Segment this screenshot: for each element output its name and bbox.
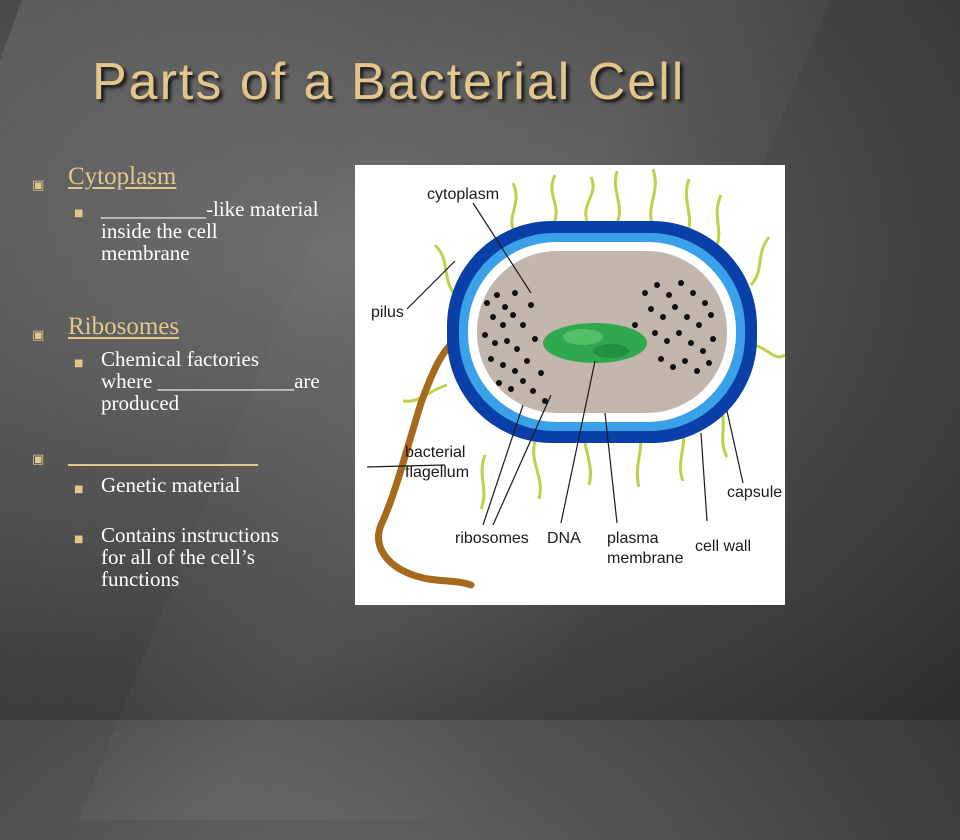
bullet-text: functions bbox=[101, 567, 180, 591]
section-dna: ▣ bbox=[30, 436, 375, 467]
pilus bbox=[532, 440, 542, 500]
small-bullet-icon: ■ bbox=[74, 358, 84, 369]
bullet-text: -like material bbox=[206, 197, 319, 221]
label-ribosomes: ribosomes bbox=[455, 530, 529, 547]
square-bullet-icon: ▣ bbox=[32, 178, 45, 193]
pilus bbox=[510, 182, 518, 234]
label-capsule: capsule bbox=[727, 484, 782, 501]
bacterial-cell-diagram: cytoplasm pilus bacterial flagellum ribo… bbox=[355, 165, 785, 605]
label-pilus: pilus bbox=[371, 304, 404, 321]
bullet-text: inside the cell bbox=[101, 219, 218, 243]
label-cell-wall: cell wall bbox=[695, 538, 751, 555]
label-plasma-line2: membrane bbox=[607, 550, 684, 567]
pilus bbox=[433, 243, 457, 296]
pilus bbox=[754, 343, 785, 359]
bullet-text: Contains instructions bbox=[101, 523, 279, 547]
label-leader-lines bbox=[366, 202, 744, 526]
bullet-text: Genetic material bbox=[101, 473, 241, 497]
flagellum bbox=[375, 327, 477, 589]
small-bullet-icon: ■ bbox=[74, 484, 84, 495]
pilus bbox=[614, 170, 622, 224]
label-flagellum-line2: flagellum bbox=[405, 464, 469, 481]
square-bullet-icon: ▣ bbox=[32, 452, 45, 467]
bullet-genetic-material: ■ Genetic material bbox=[74, 474, 375, 496]
square-bullet-icon: ▣ bbox=[32, 328, 45, 343]
section-ribosomes: ▣ Ribosomes bbox=[30, 312, 375, 343]
label-cytoplasm: cytoplasm bbox=[427, 186, 499, 203]
pilus bbox=[479, 454, 487, 510]
slide-text-body: ▣ Cytoplasm ■ __________-like material i… bbox=[30, 162, 375, 590]
pilus bbox=[584, 176, 595, 222]
bullet-text: membrane bbox=[101, 241, 190, 265]
ribosome-cluster-left bbox=[482, 290, 548, 404]
pilus bbox=[749, 236, 771, 286]
bullet-text: Chemical factories bbox=[101, 347, 260, 371]
section-cytoplasm: ▣ Cytoplasm bbox=[30, 162, 375, 193]
small-bullet-icon: ■ bbox=[74, 534, 84, 545]
section-heading-ribosomes: Ribosomes bbox=[68, 313, 180, 340]
bullet-text: for all of the cell’s bbox=[101, 545, 255, 569]
fill-in-blank: __________ bbox=[101, 197, 206, 221]
section-heading-cytoplasm: Cytoplasm bbox=[68, 163, 177, 190]
label-plasma-line1: plasma bbox=[607, 530, 659, 547]
fill-in-blank: _____________ bbox=[157, 369, 295, 393]
slide-title: Parts of a Bacterial Cell bbox=[92, 53, 686, 111]
ribosome-cluster-right bbox=[632, 280, 716, 374]
bullet-cytoplasm-definition: ■ __________-like material inside the ce… bbox=[74, 198, 375, 264]
bullet-text: produced bbox=[101, 391, 180, 415]
pili-group bbox=[402, 168, 785, 510]
label-flagellum-line1: bacterial bbox=[405, 444, 465, 461]
dna-region bbox=[543, 323, 647, 363]
bullet-ribosomes-definition: ■ Chemical factories where _____________… bbox=[74, 348, 375, 414]
bullet-instructions: ■ Contains instructions for all of the c… bbox=[74, 524, 375, 590]
label-dna: DNA bbox=[547, 530, 581, 547]
pilus bbox=[550, 174, 558, 226]
bullet-text: where bbox=[101, 369, 158, 393]
small-bullet-icon: ■ bbox=[74, 208, 84, 219]
section-heading-blank bbox=[68, 438, 258, 466]
bullet-text: are bbox=[294, 369, 320, 393]
